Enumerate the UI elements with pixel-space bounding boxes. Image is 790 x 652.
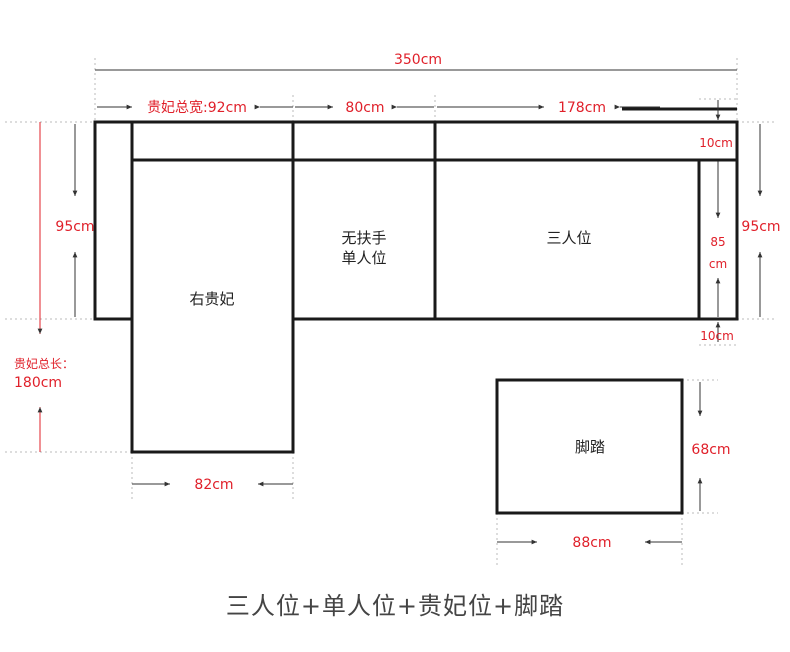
total-width-label: 350cm	[394, 52, 442, 68]
ottoman-arrows	[497, 382, 703, 545]
module-labels: 右贵妃 无扶手 单人位 三人位 脚踏	[189, 229, 605, 456]
ottoman-height-label: 68cm	[691, 442, 730, 458]
chaise-module	[130, 120, 295, 454]
single-width-label: 80cm	[345, 100, 384, 116]
three-seat-label: 三人位	[546, 229, 591, 247]
chaise-length-label-line2: 180cm	[14, 375, 62, 391]
dimension-labels: 350cm 贵妃总宽:92cm 80cm 178cm 10cm 95cm 95c…	[14, 52, 781, 551]
left-armrest	[93, 120, 134, 321]
ottoman-module	[495, 378, 684, 515]
inner-depth-label-line1: 85	[710, 235, 725, 249]
right-height-label: 95cm	[741, 219, 780, 235]
ottoman-width-label: 88cm	[572, 535, 611, 551]
single-seat-label-line2: 单人位	[341, 249, 386, 267]
single-seat-module	[291, 120, 437, 321]
chaise-seat-width-label: 82cm	[194, 477, 233, 493]
inner-depth-label-line2: cm	[709, 257, 727, 271]
armrest-top-label: 10cm	[699, 136, 733, 150]
single-seat-label-line1: 无扶手	[341, 229, 386, 247]
combination-caption: 三人位+单人位+贵妃位+脚踏	[226, 592, 564, 620]
extension-lines	[5, 58, 775, 565]
segment-arrows-top	[97, 104, 737, 111]
ottoman-label: 脚踏	[575, 438, 605, 456]
chaise-length-label-line1: 贵妃总长：	[14, 357, 74, 371]
sofa-outline	[93, 120, 739, 515]
three-seat-width-label: 178cm	[558, 100, 606, 116]
armrest-bottom-label: 10cm	[700, 329, 734, 343]
left-height-label: 95cm	[55, 219, 94, 235]
three-seat-module	[433, 120, 739, 321]
right-armrest	[697, 158, 739, 321]
chaise-label: 右贵妃	[189, 290, 234, 308]
chaise-total-width-label: 贵妃总宽:92cm	[147, 99, 247, 116]
